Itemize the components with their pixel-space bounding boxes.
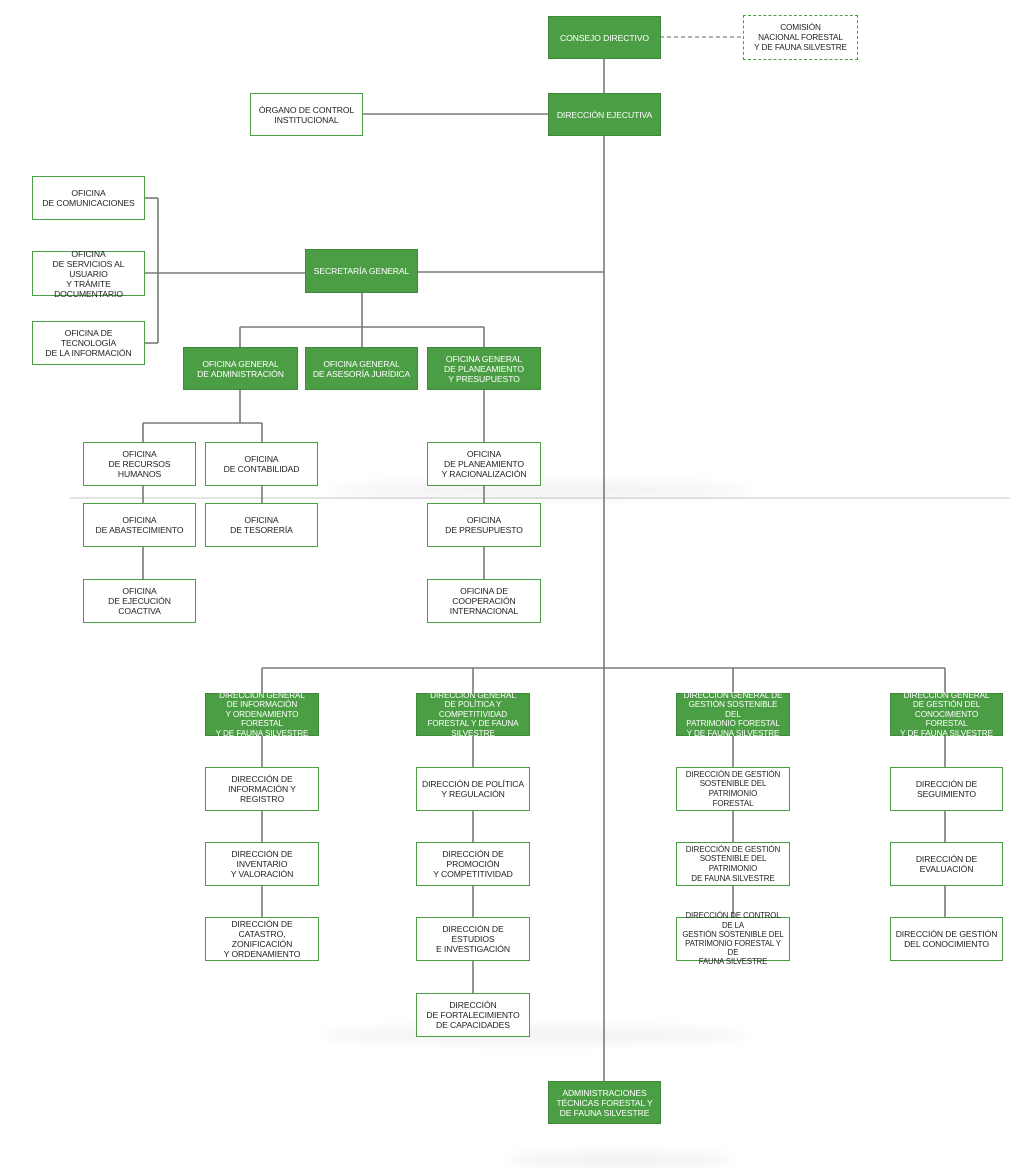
secretaria-general-box: Secretaría General	[305, 249, 418, 293]
oficina-tesoreria-box: Oficina de Tesorería	[205, 503, 318, 547]
oficina-contabilidad-box: Oficina de Contabilidad	[205, 442, 318, 486]
soft-shadow	[330, 482, 750, 498]
oficina-ejecucion-box: Oficina de Ejecución Coactiva	[83, 579, 196, 623]
consejo-directivo-box: Consejo Directivo	[548, 16, 661, 59]
direccion-ejecutiva-box: Dirección Ejecutiva	[548, 93, 661, 136]
dg-gestion-box: Dirección General de Gestión Sostenible …	[676, 691, 790, 738]
organo-control-box: Órgano de Control Institucional	[250, 93, 363, 136]
oficina-servicios-box: Oficina de Servicios al Usuario y Trámit…	[32, 249, 145, 299]
oficina-abastecimiento-box: Oficina de Abastecimiento	[83, 503, 196, 547]
dg-conocimiento-box: Dirección General de Gestión del Conocim…	[890, 691, 1003, 738]
direccion-fortalecimiento-box: Dirección de Fortalecimiento de Capacida…	[416, 993, 530, 1037]
oficina-planeamiento-box: Oficina de Planeamiento y Racionalizació…	[427, 442, 541, 486]
direccion-gestion-conocimiento-box: Dirección de Gestión del Conocimiento	[890, 917, 1003, 961]
direccion-estudios-box: Dirección de Estudios e Investigación	[416, 917, 530, 961]
og-planeamiento-box: Oficina General de Planeamiento y Presup…	[427, 347, 541, 390]
oficina-rrhh-box: Oficina de Recursos Humanos	[83, 442, 196, 486]
dg-informacion-box: Dirección General de Información y Orden…	[205, 691, 319, 738]
oficina-cooperacion-box: Oficina de Cooperación Internacional	[427, 579, 541, 623]
oficina-comunicaciones-box: Oficina de Comunicaciones	[32, 176, 145, 220]
og-asesoria-box: Oficina General de Asesoría Jurídica	[305, 347, 418, 390]
direccion-promocion-box: Dirección de Promoción y Competitividad	[416, 842, 530, 886]
direccion-inventario-box: Dirección de Inventario y Valoración	[205, 842, 319, 886]
direccion-seguimiento-box: Dirección de Seguimiento	[890, 767, 1003, 811]
direccion-catastro-box: Dirección de Catastro, Zonificación y Or…	[205, 917, 319, 961]
direccion-gs-patrimonio-box: Dirección de Gestión Sostenible del Patr…	[676, 767, 790, 811]
direccion-evaluacion-box: Dirección de Evaluación	[890, 842, 1003, 886]
soft-shadow	[505, 1152, 735, 1168]
dg-politica-box: Dirección General de Política y Competit…	[416, 691, 530, 738]
direccion-control-box: Dirección de Control de la Gestión Soste…	[676, 911, 790, 966]
direccion-gs-fauna-box: Dirección de Gestión Sostenible del Patr…	[676, 842, 790, 886]
divider-band	[70, 497, 1010, 499]
oficina-tecnologia-box: Oficina de Tecnología de la Información	[32, 321, 145, 365]
administraciones-tecnicas-box: Administraciones Técnicas Forestal y de …	[548, 1081, 661, 1124]
direccion-info-registro-box: Dirección de Información y Registro	[205, 767, 319, 811]
comision-nacional-box: Comisión Nacional Forestal y de Fauna Si…	[743, 15, 858, 60]
og-administracion-box: Oficina General de Administración	[183, 347, 298, 390]
direccion-politica-box: Dirección de Política y Regulación	[416, 767, 530, 811]
oficina-presupuesto-box: Oficina de Presupuesto	[427, 503, 541, 547]
